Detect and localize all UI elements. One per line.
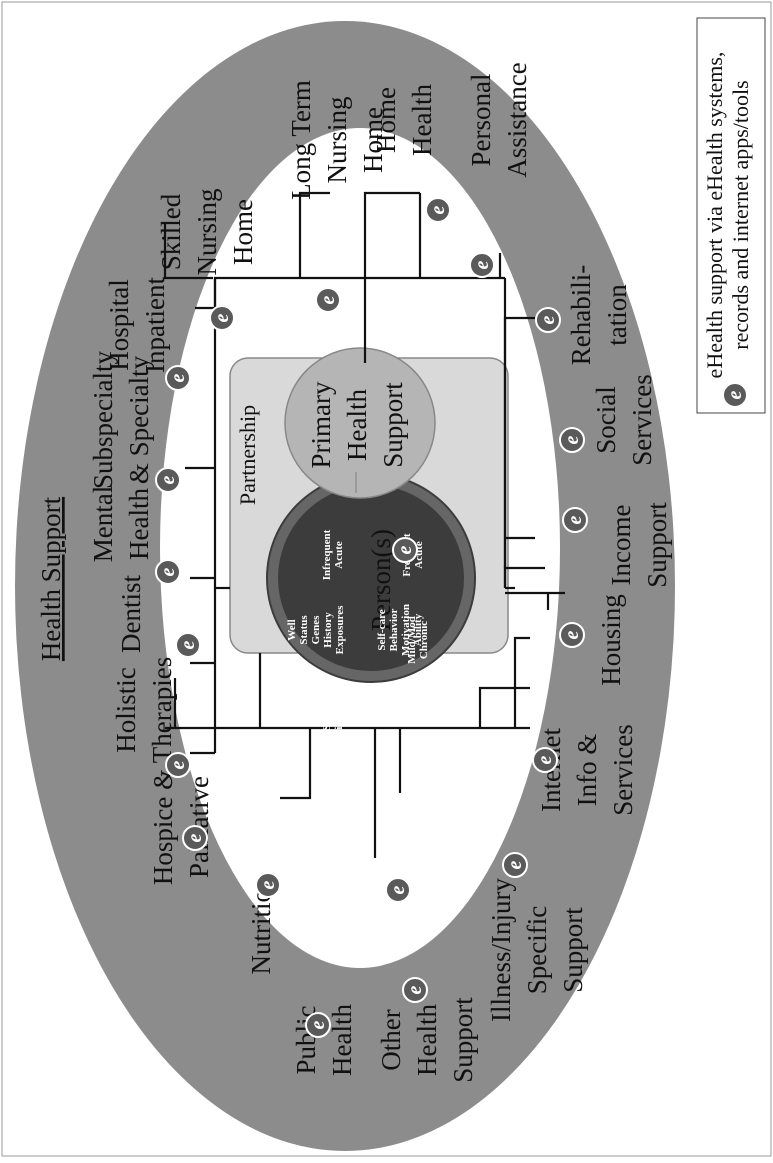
- svg-text:e: e: [471, 260, 493, 269]
- svg-text:e: e: [404, 985, 426, 994]
- svg-text:e: e: [387, 885, 409, 894]
- svg-text:e: e: [257, 880, 279, 889]
- connector-nutrition: [280, 728, 312, 800]
- svg-text:e: e: [177, 640, 199, 649]
- diagram-title: Health Support: [36, 496, 66, 661]
- svg-text:e: e: [211, 313, 233, 322]
- connector-rehab: [503, 316, 535, 568]
- ehealth-icon-8: e: [425, 197, 451, 223]
- ehealth-icon-20: e: [305, 1012, 331, 1038]
- right-vertical: [213, 276, 505, 308]
- state-severe-chronic: SevereChronic: [406, 681, 430, 719]
- service-housing: Housing: [596, 594, 626, 686]
- svg-text:e: e: [184, 833, 206, 842]
- svg-text:e: e: [167, 760, 189, 769]
- ehealth-icon-4: e: [155, 467, 181, 493]
- ehealth-icon-21: e: [392, 537, 418, 563]
- primary-health-circle: [284, 347, 436, 499]
- ehealth-icon-12: e: [562, 507, 588, 533]
- ehealth-icon-2: e: [175, 632, 201, 658]
- svg-text:e: e: [504, 860, 526, 869]
- svg-text:e: e: [157, 567, 179, 576]
- state-selfcare: Self-careBehaviorMotivationAbility: [376, 604, 424, 656]
- ehealth-icon-16: e: [385, 877, 411, 903]
- service-dentist: Dentist: [116, 575, 146, 653]
- state-mild: Mild/ModChronic: [406, 616, 430, 664]
- svg-text:e: e: [534, 755, 556, 764]
- connector-internet: [513, 636, 530, 728]
- ehealth-icon-3: e: [155, 559, 181, 585]
- state-infrequent: InfrequentAcute: [321, 529, 345, 580]
- service-rehab: Rehabili-tation: [566, 265, 632, 365]
- svg-text:e: e: [724, 390, 746, 399]
- ehealth-icon-7: e: [315, 287, 341, 313]
- ehealth-icon-6: e: [209, 305, 235, 331]
- svg-text:e: e: [561, 435, 583, 444]
- service-connectors: [163, 191, 565, 858]
- connector-longterm-2: [363, 191, 420, 363]
- legend-text: eHealth support via eHealth systems,reco…: [702, 52, 753, 379]
- connection-lines: [185, 276, 505, 755]
- ehealth-icon-10: e: [535, 307, 561, 333]
- ehealth-icon-13: e: [559, 622, 585, 648]
- ehealth-icon-18: e: [182, 825, 208, 851]
- svg-text:e: e: [157, 475, 179, 484]
- ehealth-icons-layer: e e e e e e e e e e e e e e e e e e e e e e: [155, 197, 748, 1038]
- ehealth-icon-9: e: [469, 252, 495, 278]
- svg-text:e: e: [317, 295, 339, 304]
- svg-text:e: e: [427, 205, 449, 214]
- ehealth-icon-15: e: [502, 852, 528, 878]
- service-specialty: Subspecialty& Specialty: [88, 351, 154, 489]
- ehealth-icon-19: e: [402, 977, 428, 1003]
- ehealth-icon-11: e: [559, 427, 585, 453]
- person-label: Person(s): [366, 529, 396, 631]
- legend: [696, 17, 766, 414]
- state-well: WellStatusGenesHistoryExposures: [286, 605, 346, 654]
- partnership-label: Partnership: [235, 405, 260, 505]
- svg-text:e: e: [167, 373, 189, 382]
- ehealth-icon-5: e: [165, 365, 191, 391]
- svg-text:e: e: [394, 545, 416, 554]
- ehealth-icon-17: e: [255, 872, 281, 898]
- svg-text:e: e: [537, 315, 559, 324]
- connector-longterm: [298, 191, 330, 278]
- svg-text:e: e: [307, 1020, 329, 1029]
- svg-text:e: e: [564, 515, 586, 524]
- connector-skilled: [163, 223, 213, 280]
- person-circle: [266, 473, 476, 683]
- svg-text:e: e: [561, 630, 583, 639]
- connector-illness: [478, 686, 530, 728]
- state-severe-disability: SevereDisability: [321, 692, 345, 738]
- ehealth-icon-14: e: [532, 747, 558, 773]
- legend-ehealth-icon: e: [722, 382, 748, 408]
- ehealth-icon-1: e: [165, 752, 191, 778]
